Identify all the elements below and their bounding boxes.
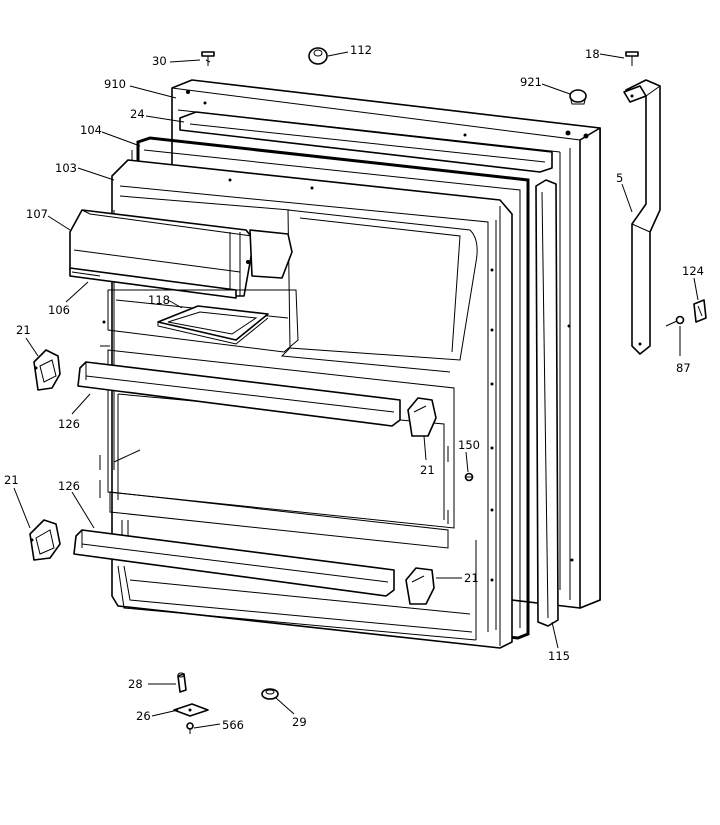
callout-21-left-lower: 21	[4, 473, 19, 487]
screw-18	[625, 51, 639, 66]
callout-566: 566	[222, 718, 244, 732]
screw-150	[464, 472, 474, 482]
callout-29: 29	[292, 715, 307, 729]
callout-103: 103	[55, 161, 77, 175]
callout-115: 115	[548, 649, 570, 663]
callout-124: 124	[682, 264, 704, 278]
shelf-bar-lower	[73, 529, 395, 597]
callout-21-right-lower: 21	[464, 571, 479, 585]
plug-921	[569, 89, 587, 105]
shelf-support-right-upper	[407, 397, 437, 437]
callout-18: 18	[585, 47, 600, 61]
callout-28: 28	[128, 677, 143, 691]
callout-30: 30	[152, 54, 167, 68]
callout-150: 150	[458, 438, 480, 452]
hinge-side-seal-strip	[535, 179, 559, 627]
callout-921: 921	[520, 75, 542, 89]
callout-26: 26	[136, 709, 151, 723]
butter-tray	[157, 305, 269, 345]
shelf-support-left-upper	[33, 349, 61, 391]
callout-5: 5	[616, 171, 623, 185]
shelf-support-right-lower	[405, 567, 435, 605]
plug-29	[261, 688, 279, 700]
callout-126-upper: 126	[58, 417, 80, 431]
shelf-support-left-lower	[29, 519, 61, 561]
callout-104: 104	[80, 123, 102, 137]
callout-126-lower: 126	[58, 479, 80, 493]
shelf-bar-upper	[77, 361, 401, 427]
breaker-strip	[179, 111, 553, 173]
leader-lines	[13, 51, 699, 729]
callout-112: 112	[350, 43, 372, 57]
screw-566	[186, 722, 194, 734]
screw-30	[201, 51, 215, 66]
handle-end-cap	[693, 299, 707, 323]
callout-24: 24	[130, 107, 145, 121]
callout-labels: 30 112 18 910 921 24 104 103 5 107 124 1…	[4, 43, 704, 732]
pin-28	[177, 672, 187, 693]
door-handle	[623, 79, 661, 355]
plug-112	[308, 47, 328, 65]
callout-87: 87	[676, 361, 691, 375]
callout-107: 107	[26, 207, 48, 221]
callout-106: 106	[48, 303, 70, 317]
callout-118: 118	[148, 293, 170, 307]
callout-21-left-upper: 21	[16, 323, 31, 337]
bracket-26	[173, 703, 209, 717]
callout-910: 910	[104, 77, 126, 91]
screw-87	[665, 315, 685, 327]
callout-21-right-upper: 21	[420, 463, 435, 477]
